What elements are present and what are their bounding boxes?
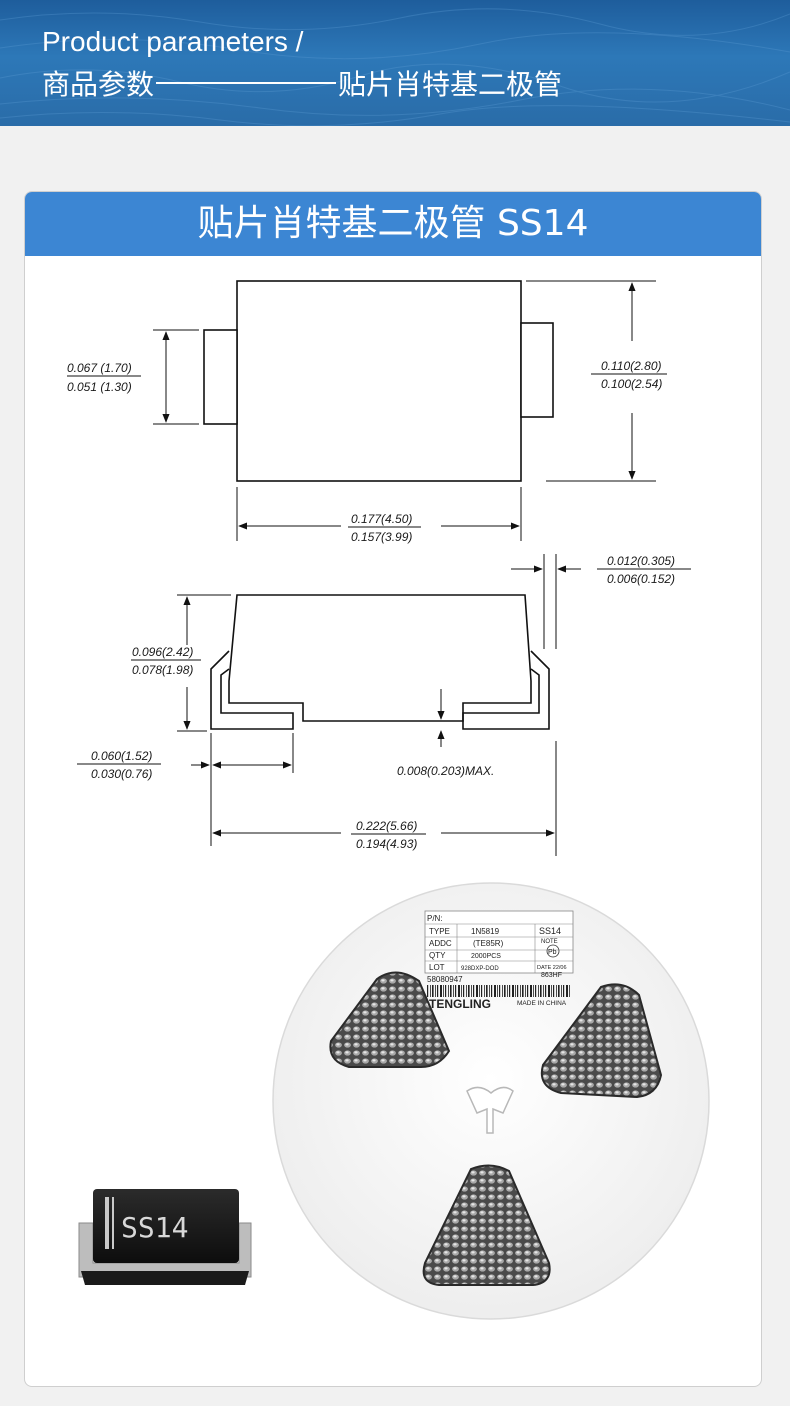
- cathode-band: [105, 1197, 109, 1249]
- side-view: [210, 594, 550, 730]
- label-rohs: Pb: [548, 949, 557, 956]
- label-code-left: 58080947: [427, 975, 463, 984]
- card-title: 贴片肖特基二极管 SS14: [25, 192, 761, 256]
- body-length-max: 0.177(4.50): [351, 512, 412, 526]
- label-qty-key: QTY: [429, 951, 446, 960]
- label-type-key: TYPE: [429, 927, 450, 936]
- barcode: [427, 985, 570, 997]
- foot-length-max: 0.060(1.52): [91, 749, 152, 763]
- top-view-dimensions: [67, 280, 667, 541]
- reel-window-right: [540, 983, 663, 1099]
- label-note: NOTE: [541, 939, 558, 945]
- label-code-right: 863HF: [541, 972, 562, 979]
- lead-left-side: [210, 650, 294, 730]
- package-body-side: [228, 594, 532, 722]
- body-height-max: 0.110(2.80): [601, 359, 662, 373]
- reel-hub: [466, 1086, 514, 1134]
- body-length-min: 0.157(3.99): [351, 530, 412, 544]
- cathode-band-thin: [112, 1197, 114, 1249]
- header-banner: Product parameters / 商品参数 贴片肖特基二极管: [0, 0, 790, 126]
- banner-title-en: Product parameters /: [42, 26, 304, 57]
- reel-label: P/N: TYPE 1N5819 SS14 ADDC (TE85R) NOTE …: [424, 910, 574, 1011]
- overall-length-min: 0.194(4.93): [356, 837, 417, 851]
- body-thickness-min: 0.078(1.98): [132, 663, 193, 677]
- lead-height-min: 0.051 (1.30): [67, 380, 132, 394]
- chip-photo: SS14: [78, 1189, 252, 1285]
- chip-marking: SS14: [121, 1211, 188, 1244]
- label-addc-value: (TE85R): [473, 939, 504, 948]
- rohs-icon: [546, 944, 560, 958]
- banner-subtitle: 商品参数 贴片肖特基二极管: [42, 63, 562, 103]
- side-view-dimensions: [77, 554, 691, 856]
- label-date: DATE 22/06: [537, 965, 567, 971]
- top-view: [203, 280, 554, 482]
- lead-right-top: [520, 322, 554, 418]
- label-brand: TENGLING: [429, 997, 491, 1011]
- product-card: 贴片肖特基二极管 SS14: [24, 191, 762, 1387]
- reel-window-bottom: [422, 1164, 551, 1286]
- lead-thickness-max: 0.012(0.305): [607, 554, 675, 568]
- water-texture: [0, 8, 790, 126]
- standoff-max: 0.008(0.203)MAX.: [397, 764, 494, 778]
- reel-window-left: [329, 971, 451, 1068]
- label-type-value: 1N5819: [471, 927, 500, 936]
- chip-body: [93, 1189, 239, 1263]
- tape-reel: P/N: TYPE 1N5819 SS14 ADDC (TE85R) NOTE …: [272, 882, 710, 1320]
- banner-subtitle-left: 商品参数: [42, 68, 155, 101]
- body-height-min: 0.100(2.54): [601, 377, 662, 391]
- lead-height-max: 0.067 (1.70): [67, 361, 132, 375]
- banner-divider: [156, 82, 337, 84]
- overall-length-max: 0.222(5.66): [356, 819, 417, 833]
- label-pn: P/N:: [427, 914, 443, 923]
- foot-length-min: 0.030(0.76): [91, 767, 152, 781]
- lead-left-top: [203, 329, 238, 425]
- label-lot-key: LOT: [429, 963, 445, 972]
- lead-right-side: [462, 650, 550, 730]
- label-addc-key: ADDC: [429, 939, 452, 948]
- label-type-side: SS14: [539, 926, 561, 936]
- label-lot-value: 928DXP-DOD: [461, 966, 499, 972]
- package-body-top: [236, 280, 522, 482]
- label-origin: MADE IN CHINA: [517, 1000, 567, 1007]
- lead-thickness-min: 0.006(0.152): [607, 572, 675, 586]
- body-thickness-max: 0.096(2.42): [132, 645, 193, 659]
- dimension-drawing: 0.067 (1.70) 0.051 (1.30) 0.110(2.80) 0.…: [67, 280, 710, 1320]
- label-qty-value: 2000PCS: [471, 953, 501, 960]
- chip-base: [81, 1271, 249, 1285]
- banner-subtitle-right: 贴片肖特基二极管: [338, 68, 563, 101]
